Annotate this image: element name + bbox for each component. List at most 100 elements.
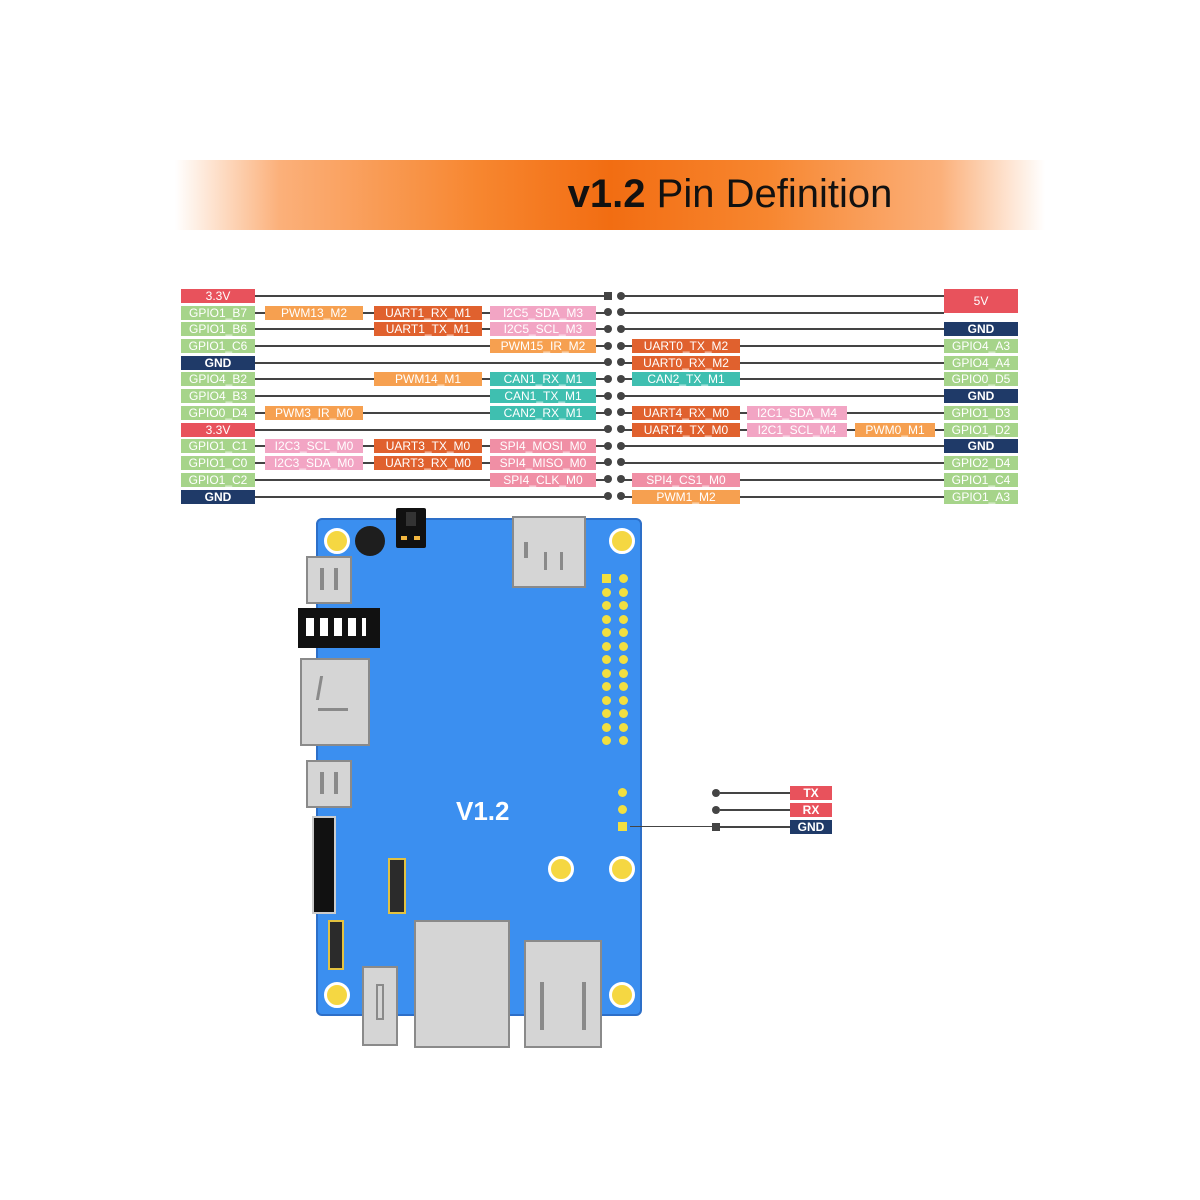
header-pin — [619, 655, 628, 664]
pin-marker — [604, 392, 612, 400]
wire — [255, 345, 605, 347]
page-title: v1.2 Pin Definition — [0, 172, 1200, 217]
header-pin — [619, 628, 628, 637]
func-pwm14-m1: PWM14_M1 — [374, 372, 482, 386]
func-i2c1-sda-m4: I2C1_SDA_M4 — [747, 406, 847, 420]
func-pwm1-m2: PWM1_M2 — [632, 490, 740, 504]
pin-marker — [617, 308, 625, 316]
right-pin-18: GPIO1_D2 — [944, 423, 1018, 437]
tf-card-slot — [512, 516, 586, 588]
wire — [255, 496, 605, 498]
func-spi4-clk-m0: SPI4_CLK_M0 — [490, 473, 596, 487]
header-pin — [619, 709, 628, 718]
left-pin-19: GPIO1_C1 — [181, 439, 255, 453]
debug-dot-tx — [712, 789, 720, 797]
left-pin-7: GPIO1_C6 — [181, 339, 255, 353]
usb-a-port — [524, 940, 602, 1048]
left-pin-25: GND — [181, 490, 255, 504]
header-pin — [602, 722, 611, 732]
debug-wire — [720, 792, 790, 794]
pin-marker — [617, 408, 625, 416]
header-pin — [602, 736, 611, 745]
usb-c-port-2 — [306, 760, 352, 808]
debug-pin-tx — [618, 788, 627, 797]
left-pin-23: GPIO1_C2 — [181, 473, 255, 487]
func-can2-rx-m1: CAN2_RX_M1 — [490, 406, 596, 420]
title-banner — [175, 160, 1045, 230]
wire — [624, 462, 944, 464]
func-uart3-rx-m0: UART3_RX_M0 — [374, 456, 482, 470]
wire — [624, 295, 944, 297]
header-pin — [602, 668, 611, 678]
pin-marker — [604, 425, 612, 433]
left-pin-5: GPIO1_B6 — [181, 322, 255, 336]
pin-marker — [604, 308, 612, 316]
mounting-hole — [324, 528, 350, 554]
right-pin-2: 5V — [944, 289, 1018, 313]
connector-chip-2 — [328, 920, 344, 970]
pin-marker — [617, 475, 625, 483]
right-pin-10: GPIO4_A4 — [944, 356, 1018, 370]
wire — [624, 395, 944, 397]
header-pin — [602, 655, 611, 664]
switch-header — [396, 508, 426, 548]
left-pin-17: 3.3V — [181, 423, 255, 437]
pin-marker — [617, 442, 625, 450]
pin-marker — [604, 492, 612, 500]
header-pin — [619, 601, 628, 610]
header-pin — [602, 587, 611, 597]
debug-label-tx: TX — [790, 786, 832, 800]
debug-pin-rx — [618, 805, 627, 814]
func-i2c3-scl-m0: I2C3_SCL_M0 — [265, 439, 363, 453]
func-i2c5-scl-m3: I2C5_SCL_M3 — [490, 322, 596, 336]
wire — [624, 362, 944, 364]
header-pin — [619, 641, 628, 651]
right-pin-20: GND — [944, 439, 1018, 453]
func-i2c1-scl-m4: I2C1_SCL_M4 — [747, 423, 847, 437]
right-pin-14: GND — [944, 389, 1018, 403]
wire — [624, 312, 944, 314]
func-uart4-tx-m0: UART4_TX_M0 — [632, 423, 740, 437]
fpc-connector — [298, 608, 380, 648]
pin-marker — [617, 392, 625, 400]
right-pin-26: GPIO1_A3 — [944, 490, 1018, 504]
func-can1-rx-m1: CAN1_RX_M1 — [490, 372, 596, 386]
right-pin-12: GPIO0_D5 — [944, 372, 1018, 386]
wire — [624, 445, 944, 447]
debug-label-gnd: GND — [790, 820, 832, 834]
pin-marker — [604, 342, 612, 350]
audio-port — [362, 966, 398, 1046]
func-spi4-cs1-m0: SPI4_CS1_M0 — [632, 473, 740, 487]
debug-dot-gnd — [712, 823, 720, 831]
mounting-hole — [609, 856, 635, 882]
func-i2c3-sda-m0: I2C3_SDA_M0 — [265, 456, 363, 470]
wire — [255, 479, 605, 481]
header-pin — [619, 722, 628, 732]
right-pin-24: GPIO1_C4 — [944, 473, 1018, 487]
left-pin-21: GPIO1_C0 — [181, 456, 255, 470]
debug-dot-rx — [712, 806, 720, 814]
wire — [624, 479, 944, 481]
wire — [624, 496, 944, 498]
board-label: V1.2 — [456, 796, 510, 826]
wire — [624, 345, 944, 347]
right-pin-6: GND — [944, 322, 1018, 336]
mounting-hole — [324, 982, 350, 1008]
connector-chip — [388, 858, 406, 914]
func-uart0-tx-m2: UART0_TX_M2 — [632, 339, 740, 353]
header-pin — [619, 574, 628, 583]
pin-marker — [604, 408, 612, 416]
func-uart1-tx-m1: UART1_TX_M1 — [374, 322, 482, 336]
func-spi4-mosi-m0: SPI4_MOSI_M0 — [490, 439, 596, 453]
debug-label-rx: RX — [790, 803, 832, 817]
right-pin-8: GPIO4_A3 — [944, 339, 1018, 353]
header-pin — [602, 709, 611, 718]
ribbon-connector — [312, 816, 336, 914]
pin-marker — [604, 475, 612, 483]
debug-wire — [720, 809, 790, 811]
pin-marker — [617, 425, 625, 433]
wire — [255, 429, 605, 431]
wire — [255, 362, 605, 364]
header-pin — [602, 695, 611, 705]
wire — [255, 295, 605, 297]
